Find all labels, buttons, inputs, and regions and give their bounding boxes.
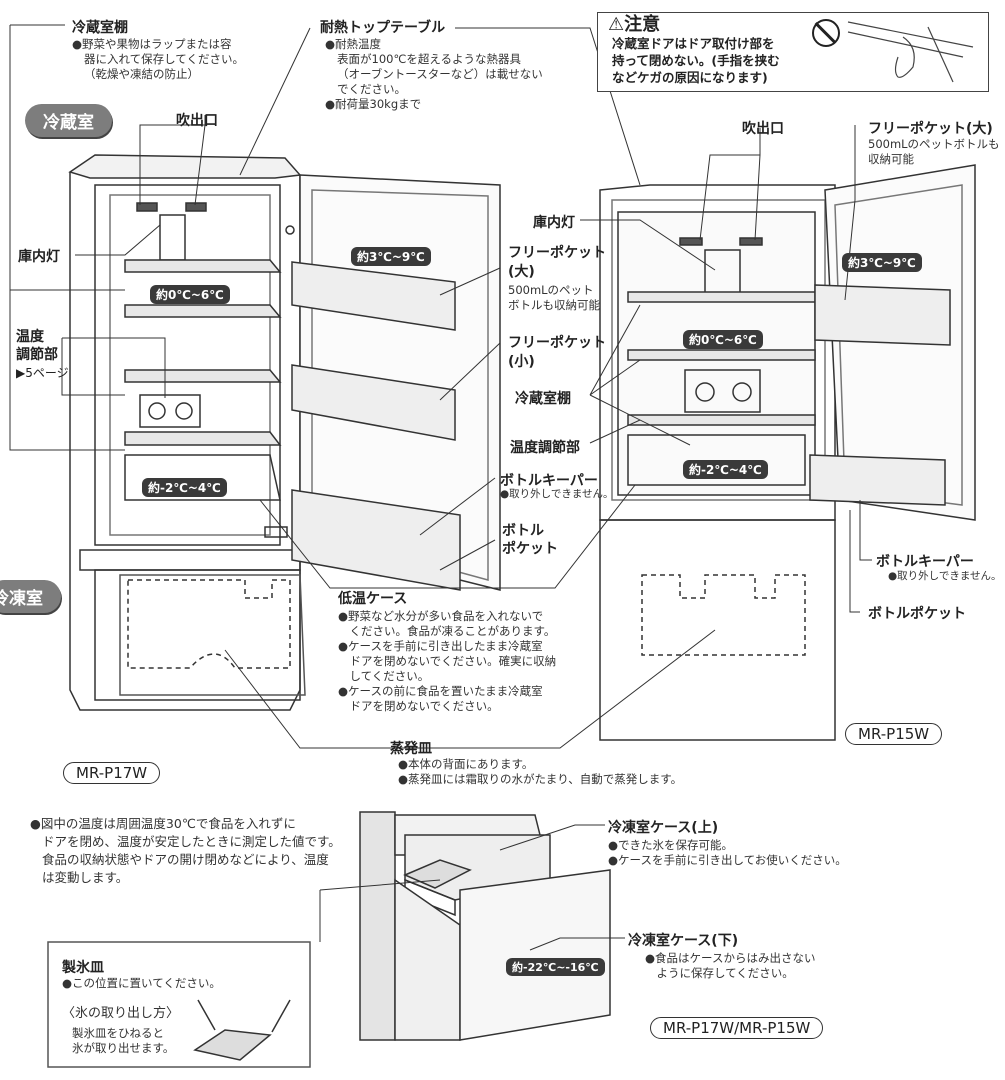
ice-tray-title: 製氷皿: [62, 960, 104, 976]
temp-badge-case-left: 約-2℃~4℃: [142, 478, 227, 497]
temp-badge-case-right: 約-2℃~4℃: [683, 460, 768, 479]
light-label-right: 庫内灯: [533, 215, 575, 231]
fridge-section-pill: 冷蔵室: [25, 104, 112, 137]
prohibited-icon: [812, 19, 840, 47]
warning-icon: ⚠: [608, 14, 625, 35]
temp-badge-door-right: 約3℃~9℃: [842, 253, 922, 272]
temp-badge-door-left: 約3℃~9℃: [351, 247, 431, 266]
evaporation-tray-title: 蒸発皿: [390, 741, 432, 757]
bottle-keeper-label-mid: ボトルキーパー: [500, 473, 598, 489]
caution-box: ⚠注意 冷蔵室ドアはドア取付け部を 持って閉めない。(手指を挟む などケガの原因…: [597, 12, 989, 92]
free-pocket-large-label-right: フリーポケット(大): [868, 121, 993, 137]
temperature-note: ●図中の温度は周囲温度30℃で食品を入れずに ドアを閉め、温度が安定したときに測…: [30, 816, 341, 885]
fridge-shelf-label-mid: 冷蔵室棚: [515, 391, 571, 407]
model-tag-right: MR-P15W: [845, 723, 943, 745]
bottle-pocket-label-right: ボトルポケット: [868, 606, 966, 622]
caution-header: ⚠注意: [608, 14, 661, 35]
ice-tray-note: ●この位置に置いてください。: [62, 976, 221, 990]
freezer-upper-case-title: 冷凍室ケース(上): [608, 820, 719, 836]
model-tag-bottom: MR-P17W/MR-P15W: [650, 1017, 824, 1039]
light-label-left: 庫内灯: [18, 249, 60, 265]
temp-badge-shelf-right: 約0℃~6℃: [683, 330, 763, 349]
free-pocket-large-note-right: 500mLのペットボトルも 収納可能: [868, 137, 1000, 166]
temp-badge-shelf-left: 約0℃~6℃: [150, 285, 230, 304]
bottle-keeper-note-mid: ●取り外しできません。: [500, 488, 614, 500]
freezer-section-pill: 冷凍室: [0, 580, 61, 613]
shelf-notes: ●野菜や果物はラップまたは容 器に入れて保存してください。 （乾燥や凍結の防止）: [72, 37, 244, 81]
top-table-notes: ●耐熱温度 表面が100℃を超えるような熱器具 （オーブントースターなど）は載せ…: [325, 37, 543, 111]
free-pocket-large-note: 500mLのペット ボトルも収納可能: [508, 283, 600, 312]
free-pocket-small-label: フリーポケット (小): [508, 335, 606, 370]
bottle-keeper-label-right: ボトルキーパー: [876, 554, 974, 570]
low-temp-case-notes: ●野菜など水分が多い食品を入れないで ください。食品が凍ることがあります。 ●ケ…: [338, 609, 557, 713]
temp-badge-freezer: 約-22℃~-16℃: [506, 958, 605, 976]
freezer-upper-case-notes: ●できた氷を保存可能。 ●ケースを手前に引き出してお使いください。: [608, 838, 847, 867]
vent-label-right: 吹出口: [742, 121, 784, 137]
low-temp-case-title: 低温ケース: [338, 591, 408, 607]
temp-adjust-label-left: 温度 調節部 ▶5ページ: [16, 329, 69, 380]
freezer-lower-case-title: 冷凍室ケース(下): [628, 933, 739, 949]
caution-text: 冷蔵室ドアはドア取付け部を 持って閉めない。(手指を挟む などケガの原因になりま…: [612, 36, 780, 85]
ice-howto-title: 〈氷の取り出し方〉: [62, 1006, 180, 1021]
bottle-keeper-note-right: ●取り外しできません。: [888, 570, 1002, 582]
model-tag-left: MR-P17W: [63, 762, 161, 784]
bottle-pocket-label-mid: ボトル ポケット: [502, 523, 558, 557]
evaporation-tray-notes: ●本体の背面にあります。 ●蒸発皿には霜取りの水がたまり、自動で蒸発します。: [398, 757, 683, 786]
freezer-lower-case-notes: ●食品はケースからはみ出さない ように保存してください。: [645, 951, 816, 980]
free-pocket-large-label: フリーポケット (大): [508, 245, 606, 280]
vent-label-left: 吹出口: [176, 113, 218, 129]
door-hand-illustration: [843, 17, 981, 85]
ice-howto-notes: 製氷皿をひねると 氷が取り出せます。: [72, 1026, 175, 1055]
shelf-title: 冷蔵室棚: [72, 20, 128, 36]
top-table-title: 耐熱トップテーブル: [320, 20, 446, 36]
temp-adjust-label-mid: 温度調節部: [510, 440, 580, 456]
